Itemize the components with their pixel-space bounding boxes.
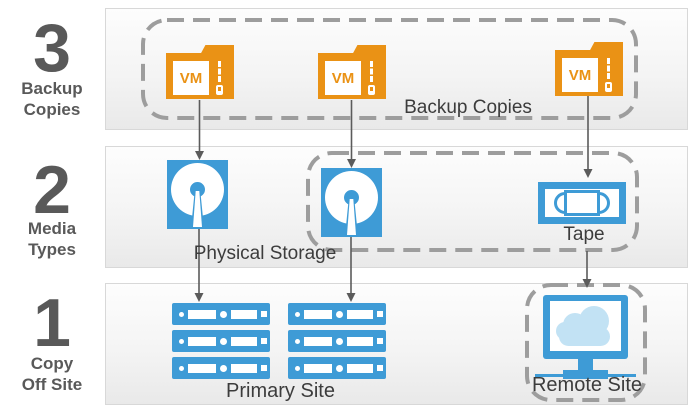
vm-zip-folder-icon: VM (166, 45, 234, 99)
stat-label-line: Off Site (21, 375, 83, 394)
stat-label-line: Backup (21, 79, 83, 98)
server-unit (172, 330, 270, 352)
disk-storage-icon (167, 160, 228, 229)
physical-storage-label: Physical Storage (193, 243, 337, 264)
stat-label-media-types: Media Types (0, 218, 104, 260)
stat-number-1: 1 (33, 285, 71, 361)
tape-cartridge-icon (538, 182, 626, 224)
zipper-icon (607, 58, 610, 79)
zipper-slider-icon (605, 82, 612, 92)
remote-site-label: Remote Site (531, 374, 643, 396)
server-unit (288, 330, 386, 352)
stat-label-line: Copy (30, 354, 74, 373)
zipper-slider-icon (216, 85, 223, 95)
stat-label-copy-off-site: Copy Off Site (0, 353, 104, 395)
server-unit (172, 303, 270, 325)
server-unit (288, 303, 386, 325)
vm-zip-folder-icon: VM (555, 42, 623, 96)
tape-label: Tape (563, 224, 605, 245)
tape-window (545, 189, 619, 217)
vm-badge: VM (173, 61, 209, 95)
server-stack-icon (288, 303, 386, 384)
zipper-icon (370, 61, 373, 82)
stat-label-line: Types (28, 240, 76, 259)
tape-center-window (564, 190, 600, 216)
monitor-screen (550, 301, 621, 351)
zipper-slider-icon (368, 85, 375, 95)
backup-copies-label: Backup Copies (404, 97, 532, 118)
server-unit (172, 357, 270, 379)
cloud-icon (559, 327, 610, 346)
vm-zip-folder-icon: VM (318, 45, 386, 99)
disk-storage-icon (321, 168, 382, 237)
server-unit (288, 357, 386, 379)
server-stack-icon (172, 303, 270, 384)
zipper-icon (218, 61, 221, 82)
primary-site-label: Primary Site (226, 380, 335, 402)
monitor-cloud-icon (535, 295, 636, 383)
stat-label-backup-copies: Backup Copies (0, 78, 104, 120)
stat-label-line: Media (27, 219, 77, 238)
stat-label-line: Copies (23, 100, 81, 119)
stat-number-3: 3 (33, 10, 71, 86)
vm-badge: VM (325, 61, 361, 95)
vm-badge: VM (562, 58, 598, 92)
disk-needle (193, 191, 202, 227)
stat-number-2: 2 (33, 152, 71, 228)
